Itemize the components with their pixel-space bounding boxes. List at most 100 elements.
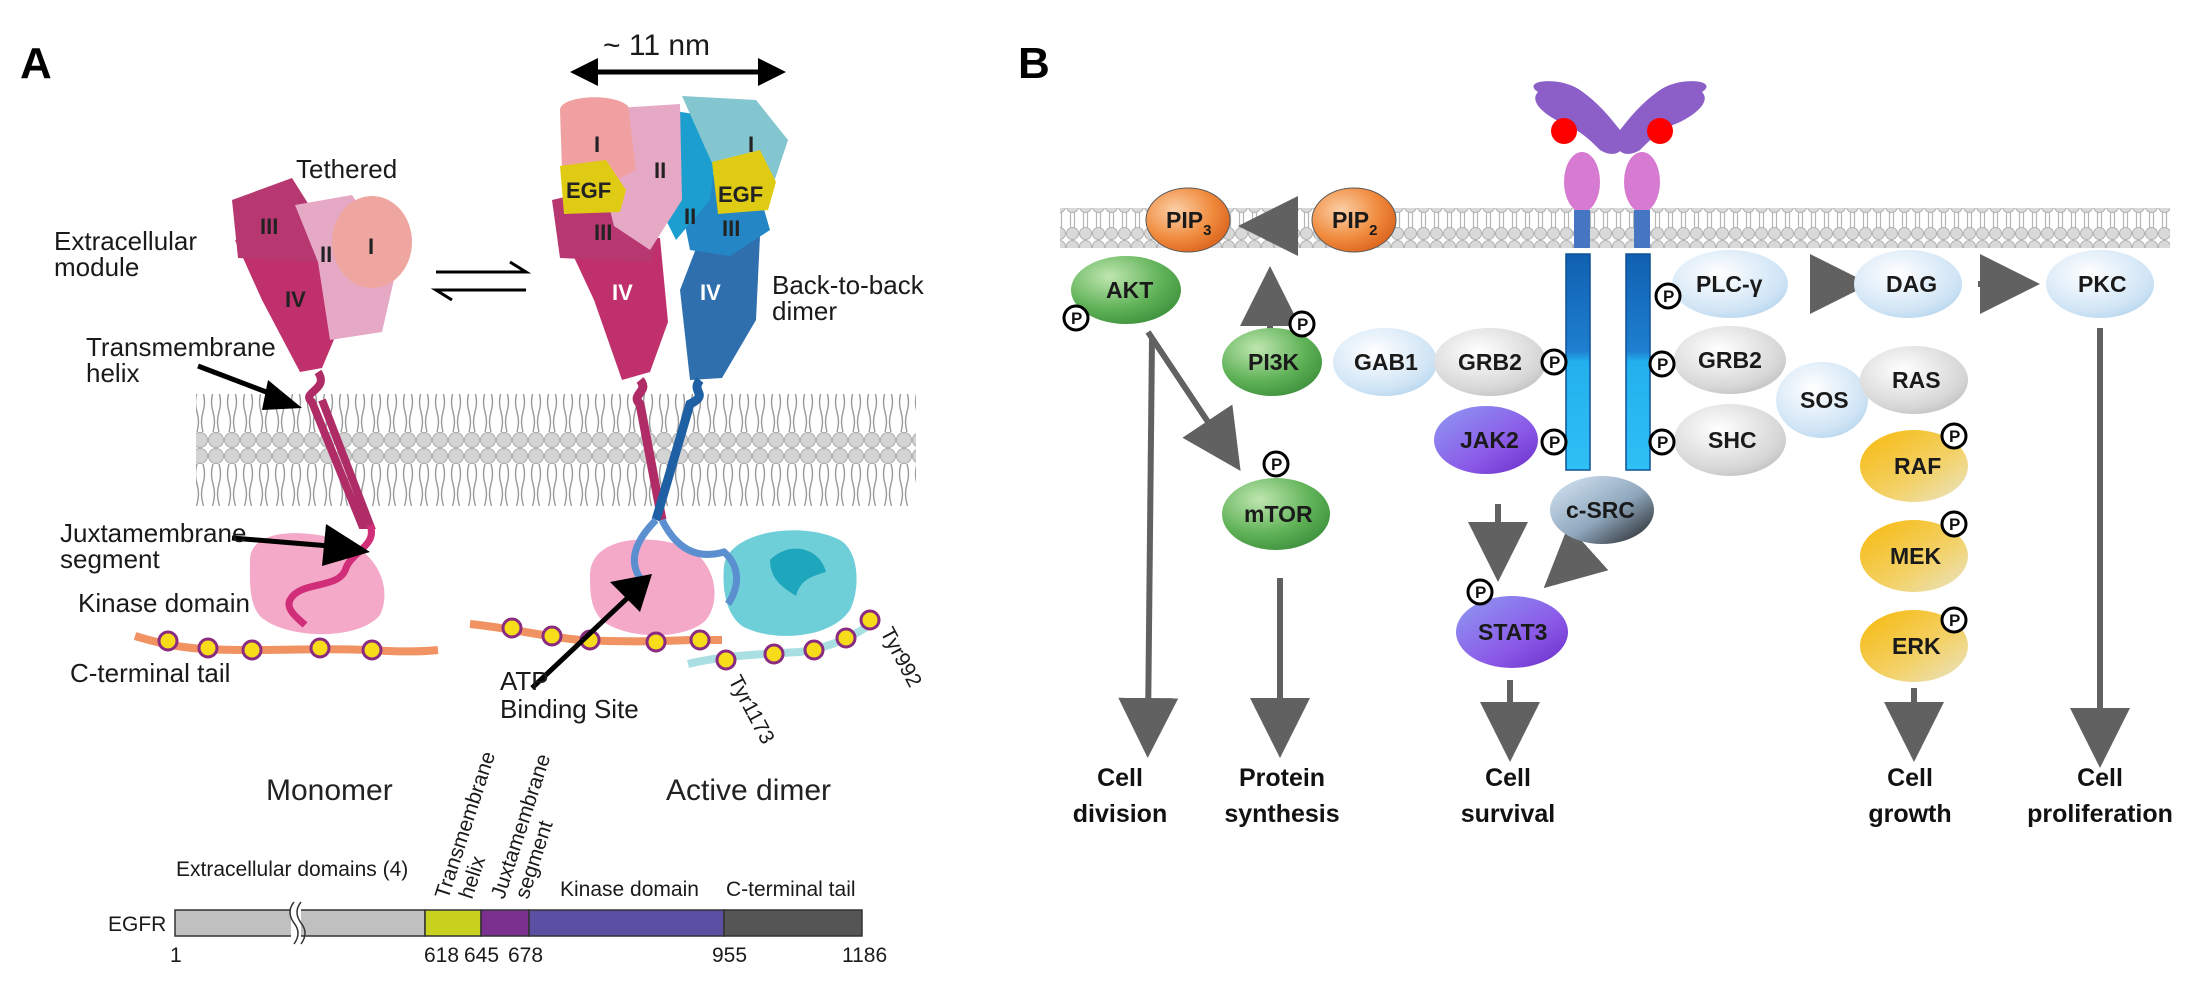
domain-iii-monomer bbox=[232, 178, 326, 262]
bar-tm bbox=[424, 909, 482, 937]
extracellular-label-2: module bbox=[54, 252, 139, 282]
csrc-node[interactable] bbox=[1550, 476, 1654, 544]
jm-label-2: segment bbox=[60, 544, 160, 574]
pkc-node[interactable] bbox=[2046, 250, 2154, 318]
kinase-label: Kinase domain bbox=[78, 588, 250, 618]
ras-label: RAS bbox=[1892, 367, 1941, 393]
tyr992-label: Tyr992 bbox=[876, 624, 926, 691]
bar-protein-label: EGFR bbox=[108, 913, 166, 936]
tm-helix-dimer-right bbox=[651, 377, 704, 522]
sos-node[interactable] bbox=[1776, 362, 1868, 438]
csrc-label: c-SRC bbox=[1566, 497, 1635, 523]
monomer-label: Monomer bbox=[266, 774, 393, 807]
bar-extracellular-label: Extracellular domains (4) bbox=[176, 858, 408, 881]
jak2-label: JAK2 bbox=[1460, 427, 1519, 453]
svg-text:P: P bbox=[1663, 287, 1674, 306]
bar-ctail bbox=[723, 909, 863, 937]
domain-iv-label-monomer: IV bbox=[285, 287, 306, 312]
pip3-node[interactable] bbox=[1145, 187, 1231, 253]
active-dimer-label: Active dimer bbox=[666, 774, 831, 807]
domain-i-label-monomer: I bbox=[368, 234, 374, 259]
grb2-left-label: GRB2 bbox=[1458, 349, 1522, 375]
domain-iii-label-dimer-right: III bbox=[722, 216, 740, 241]
tm-label-1: Transmembrane bbox=[86, 332, 276, 362]
svg-text:P: P bbox=[1297, 315, 1308, 334]
receptor-cyto-left bbox=[1565, 253, 1591, 471]
egf-dimer-left bbox=[560, 160, 626, 214]
grb2-right-label: GRB2 bbox=[1698, 347, 1762, 373]
domain-i-monomer bbox=[332, 196, 412, 288]
erk-node[interactable] bbox=[1860, 610, 1968, 682]
egf-label-dimer-left: EGF bbox=[566, 178, 611, 203]
egfr-active-dimer bbox=[469, 96, 881, 671]
atp-label-1: ATP bbox=[500, 666, 549, 696]
tm-helix-monomer bbox=[305, 369, 376, 529]
svg-text:P: P bbox=[1549, 353, 1560, 372]
outcome-prolif-2: proliferation bbox=[2027, 800, 2173, 828]
domain-i-label-dimer-left: I bbox=[594, 132, 600, 157]
plcg-node[interactable] bbox=[1672, 250, 1788, 318]
domain-ii-label-dimer-left: II bbox=[654, 158, 666, 183]
pip3-label: PIP3 bbox=[1166, 207, 1211, 239]
outcome-division-2: division bbox=[1073, 800, 1167, 828]
domain-ii-label-dimer-right: II bbox=[684, 204, 696, 229]
domain-iii-label-dimer-left: III bbox=[594, 220, 612, 245]
outcome-division-1: Cell bbox=[1097, 764, 1143, 792]
grb2-right-node[interactable] bbox=[1674, 326, 1786, 394]
domain-ii-label-monomer: II bbox=[320, 242, 332, 267]
domain-iv-dimer-right bbox=[680, 236, 760, 380]
width-label: ~ 11 nm bbox=[603, 29, 710, 62]
mek-node[interactable] bbox=[1860, 520, 1968, 592]
pointer-arrows bbox=[197, 363, 652, 690]
akt-node[interactable] bbox=[1071, 256, 1181, 324]
receptor-cyto-right bbox=[1625, 253, 1651, 471]
egfr-domain-bar bbox=[174, 901, 863, 945]
outcome-prolif-1: Cell bbox=[2077, 764, 2123, 792]
pi3k-label: PI3K bbox=[1248, 349, 1300, 375]
bar-ctail-label: C-terminal tail bbox=[726, 878, 856, 901]
domain-iv-dimer-left bbox=[566, 238, 668, 380]
outcome-growth-2: growth bbox=[1868, 800, 1951, 828]
pi3k-node[interactable] bbox=[1222, 328, 1322, 396]
mek-label: MEK bbox=[1890, 543, 1942, 569]
egf-label-dimer-right: EGF bbox=[718, 182, 763, 207]
gab1-node[interactable] bbox=[1333, 328, 1437, 396]
mtor-node[interactable] bbox=[1222, 478, 1330, 550]
shc-node[interactable] bbox=[1674, 404, 1786, 476]
domain-i-label-dimer-right: I bbox=[748, 132, 754, 157]
raf-label: RAF bbox=[1894, 453, 1941, 479]
bar-jm bbox=[480, 909, 530, 937]
domain-iv-label-dimer-left: IV bbox=[612, 280, 633, 305]
dag-label: DAG bbox=[1886, 271, 1937, 297]
svg-text:P: P bbox=[1549, 433, 1560, 452]
phospho-markers bbox=[1062, 282, 1968, 634]
svg-text:P: P bbox=[1657, 355, 1668, 374]
raf-node[interactable] bbox=[1860, 430, 1968, 502]
outcome-protein-2: synthesis bbox=[1224, 800, 1339, 828]
bar-kinase bbox=[528, 909, 725, 937]
outcome-survival-2: survival bbox=[1461, 800, 1556, 828]
ras-node[interactable] bbox=[1860, 346, 1968, 414]
ctail-monomer bbox=[133, 632, 439, 656]
dag-node[interactable] bbox=[1854, 250, 1962, 318]
outcome-growth-1: Cell bbox=[1887, 764, 1933, 792]
pip2-node[interactable] bbox=[1311, 187, 1397, 253]
pkc-label: PKC bbox=[2078, 271, 2127, 297]
svg-text:P: P bbox=[1475, 583, 1486, 602]
svg-text:P: P bbox=[1271, 455, 1282, 474]
grb2-left-node[interactable] bbox=[1434, 328, 1546, 396]
stat3-node[interactable] bbox=[1456, 596, 1568, 668]
jm-label-1: Juxtamembrane bbox=[60, 518, 246, 548]
pathway-arrows bbox=[1118, 196, 2130, 768]
svg-text:P: P bbox=[1949, 427, 1960, 446]
tethered-label: Tethered bbox=[296, 154, 397, 184]
jak2-node[interactable] bbox=[1434, 406, 1538, 474]
ligand-right bbox=[1647, 118, 1673, 144]
egfr-monomer bbox=[133, 178, 439, 661]
stat3-label: STAT3 bbox=[1478, 619, 1547, 645]
b2b-label-2: dimer bbox=[772, 296, 837, 326]
bar-break bbox=[291, 902, 301, 944]
akt-label: AKT bbox=[1106, 277, 1153, 303]
extracellular-label-1: Extracellular bbox=[54, 226, 197, 256]
